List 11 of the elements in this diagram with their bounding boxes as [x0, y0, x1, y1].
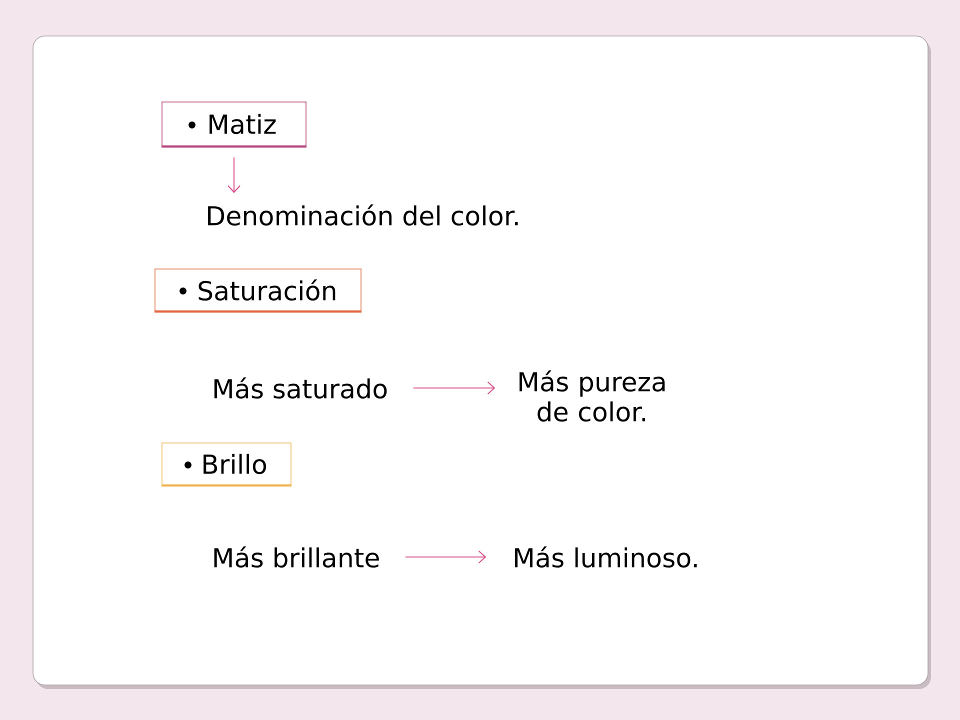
label-box: Saturación: [154, 268, 362, 313]
description-text: Más luminoso.: [515, 546, 697, 568]
description-text: Más pureza de color.: [520, 370, 665, 422]
arrow: [406, 550, 486, 564]
description-text: Más brillante: [214, 546, 379, 568]
arrow: [228, 158, 240, 194]
description-text: Más saturado: [214, 377, 387, 399]
description-text: Denominación del color.: [208, 204, 518, 226]
label-box: Matiz: [162, 102, 306, 148]
label-box: Brillo: [162, 442, 292, 487]
arrow: [413, 382, 496, 394]
